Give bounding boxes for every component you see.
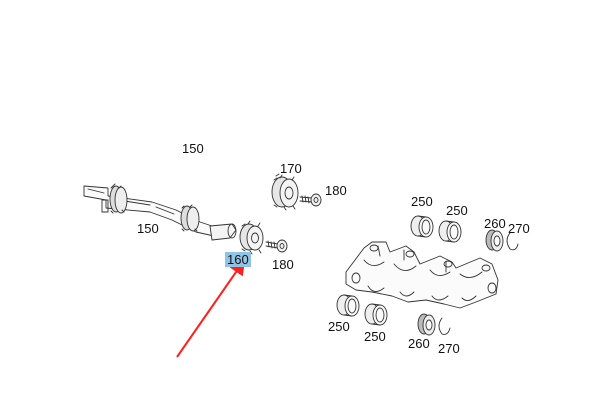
label-250-b: 250 — [446, 203, 468, 218]
label-270-b: 270 — [438, 341, 460, 356]
bushing-part-250-b — [438, 220, 462, 243]
bushing-part-250-a — [410, 215, 434, 238]
label-160-highlighted[interactable]: 160 — [225, 252, 251, 267]
ring-part-270-b — [438, 317, 451, 335]
bearing-part-260-a — [485, 229, 504, 252]
gear-part-160 — [239, 220, 264, 255]
label-150-shaft: 150 — [137, 221, 159, 236]
shaft-part-150 — [83, 183, 237, 241]
label-180-upper: 180 — [325, 183, 347, 198]
label-250-c: 250 — [328, 319, 350, 334]
label-260-b: 260 — [408, 336, 430, 351]
housing-block — [345, 241, 499, 309]
ring-part-270-a — [506, 232, 519, 251]
bearing-part-260-b — [417, 313, 436, 336]
bolt-part-180-lower — [265, 239, 288, 253]
bushing-part-250-c — [336, 294, 360, 317]
label-270-a: 270 — [508, 221, 530, 236]
pointer-arrow — [176, 258, 246, 358]
label-250-d: 250 — [364, 329, 386, 344]
label-250-a: 250 — [411, 194, 433, 209]
label-170: 170 — [280, 161, 302, 176]
label-150-top: 150 — [182, 141, 204, 156]
gear-part-170 — [271, 173, 299, 211]
bushing-part-250-d — [364, 303, 388, 326]
bolt-part-180-upper — [299, 193, 322, 207]
label-260-a: 260 — [484, 216, 506, 231]
label-180-lower: 180 — [272, 257, 294, 272]
